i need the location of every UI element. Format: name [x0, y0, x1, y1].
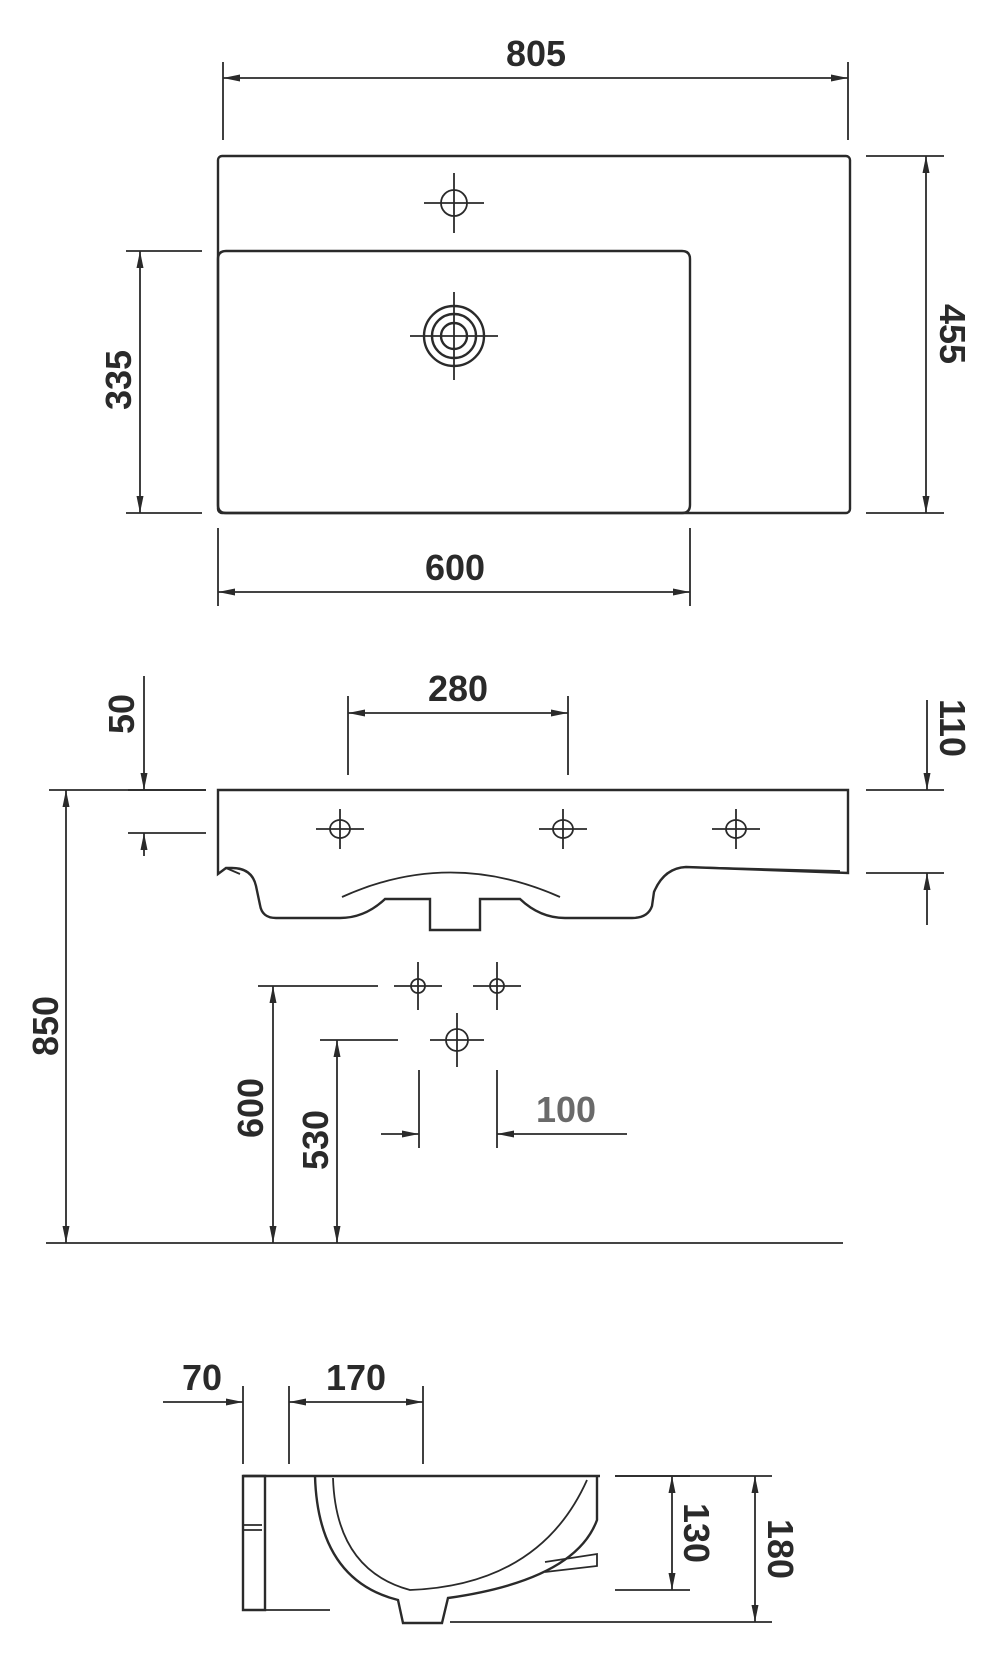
- side-wall: [241, 1474, 267, 1612]
- tap-point-right-icon: [473, 962, 521, 1010]
- waste-point-icon: [430, 1013, 484, 1067]
- dim-455: 455: [866, 155, 973, 514]
- side-view: 70 170 130 180: [163, 1357, 801, 1625]
- dim-label-70: 70: [182, 1357, 222, 1398]
- tap-hole-left-icon: [316, 809, 364, 849]
- dim-label-170: 170: [326, 1357, 386, 1398]
- drain-icon: [410, 292, 498, 380]
- dim-label-455: 455: [932, 304, 973, 364]
- top-view: 805 455 335 600: [98, 33, 973, 606]
- tap-point-left-icon: [394, 962, 442, 1010]
- bowl-curve: [341, 871, 561, 898]
- basin-outline: [216, 249, 692, 515]
- dim-130: 130: [615, 1475, 717, 1591]
- dim-850: 850: [25, 789, 206, 1243]
- dim-805: 805: [222, 33, 849, 140]
- dim-label-335: 335: [98, 350, 139, 410]
- dim-170: 170: [288, 1357, 424, 1464]
- dim-label-100: 100: [536, 1089, 596, 1130]
- dim-label-850: 850: [25, 996, 66, 1056]
- dim-600-tap: 600: [230, 985, 378, 1243]
- dim-530: 530: [295, 1039, 398, 1243]
- dim-label-600-top: 600: [425, 547, 485, 588]
- tap-hole-right-icon: [712, 809, 760, 849]
- dim-70: 70: [163, 1357, 244, 1464]
- bowl-inner: [332, 1477, 588, 1591]
- dim-280: 280: [347, 668, 569, 775]
- dim-label-805: 805: [506, 33, 566, 74]
- dim-50: 50: [101, 676, 206, 856]
- dim-110: 110: [866, 699, 973, 925]
- dim-label-50: 50: [101, 694, 142, 734]
- dim-label-180: 180: [760, 1519, 801, 1579]
- dim-label-280: 280: [428, 668, 488, 709]
- dim-180: 180: [615, 1475, 801, 1623]
- dim-label-110: 110: [932, 699, 973, 757]
- front-view: 280 50 110 850: [25, 668, 973, 1244]
- dim-label-530: 530: [295, 1110, 336, 1170]
- front-profile: [216, 788, 850, 932]
- top-outline: [216, 154, 852, 515]
- dim-600-top: 600: [217, 528, 691, 606]
- dim-label-130: 130: [676, 1503, 717, 1563]
- dim-label-600-tap: 600: [230, 1078, 271, 1138]
- tap-hole-center-icon: [539, 809, 587, 849]
- bowl-outer: [313, 1475, 599, 1625]
- dim-335: 335: [98, 250, 202, 514]
- tap-hole-icon: [424, 173, 484, 233]
- dim-100: 100: [381, 1070, 627, 1148]
